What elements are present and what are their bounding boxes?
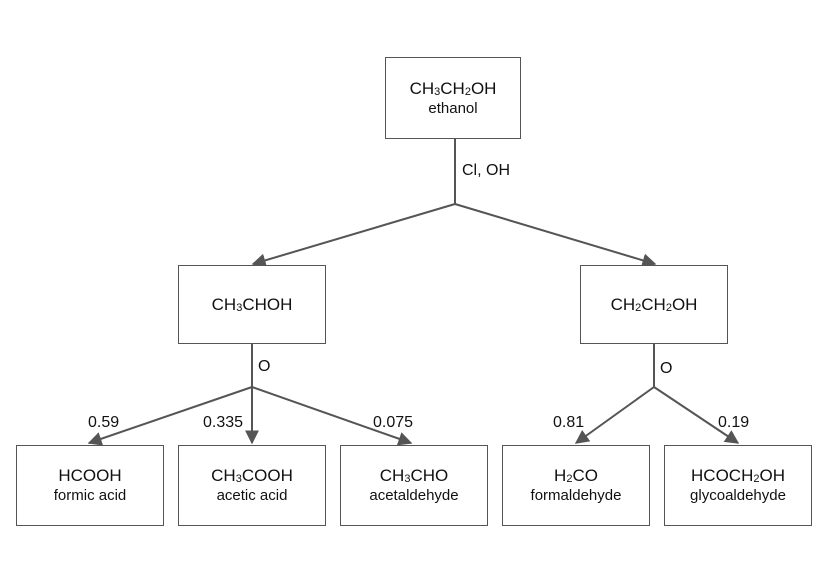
ethanol-name: ethanol (428, 99, 478, 117)
ch3choh-formula: CH3CHOH (211, 295, 293, 314)
h2co-name: formaldehyde (530, 487, 622, 504)
top-reactants-label: Cl, OH (462, 162, 510, 179)
hcoch2oh-node: HCOCH2OH glycoaldehyde (664, 445, 812, 526)
right-reactant-label: O (660, 360, 673, 377)
h2co-formula: H2CO (554, 466, 598, 485)
ch3cooh-formula: CH3COOH (211, 466, 293, 485)
hcoch2oh-name: glycoaldehyde (690, 487, 786, 504)
ethanol-formula: CH3CH2OH (409, 78, 497, 98)
arrow-to-hcoch2oh (653, 386, 740, 444)
ethanol-node: CH3CH2OH ethanol (385, 57, 521, 139)
branch-ratio-hcooh: 0.59 (88, 414, 120, 431)
branch-ratio-hcoch2oh: 0.19 (718, 414, 750, 431)
ch3cooh-node: CH3COOH acetic acid (178, 445, 326, 526)
branch-ratio-ch3cooh: 0.335 (203, 414, 244, 431)
ch3cooh-name: acetic acid (216, 487, 288, 504)
ch3cho-node: CH3CHO acetaldehyde (340, 445, 488, 526)
ch2ch2oh-node: CH2CH2OH (580, 265, 728, 344)
arrow-to-h2co (574, 386, 655, 444)
ch3cho-formula: CH3CHO (379, 466, 449, 485)
arrow-to-ch3cho (251, 386, 413, 446)
hcoch2oh-formula: HCOCH2OH (691, 466, 785, 485)
branch-ratio-ch3cho: 0.075 (373, 414, 414, 431)
ch2ch2oh-formula: CH2CH2OH (610, 295, 698, 314)
hcooh-formula: HCOOH (58, 466, 122, 485)
h2co-node: H2CO formaldehyde (502, 445, 650, 526)
ch3choh-node: CH3CHOH (178, 265, 326, 344)
arrow-to-ch3choh (251, 203, 456, 268)
arrow-to-hcooh (87, 386, 253, 446)
arrow-to-ch2ch2oh (454, 203, 657, 268)
left-reactant-label: O (258, 358, 271, 375)
branch-ratio-h2co: 0.81 (553, 414, 585, 431)
hcooh-node: HCOOH formic acid (16, 445, 164, 526)
ch3cho-name: acetaldehyde (369, 487, 459, 504)
hcooh-name: formic acid (53, 487, 127, 504)
